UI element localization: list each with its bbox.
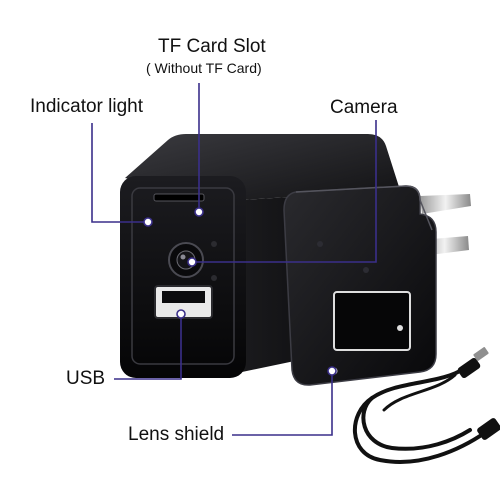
tf-card-slot [153, 193, 205, 202]
camera-lens-glint [180, 254, 186, 260]
lens-shield-edge [295, 185, 433, 231]
label-indicator-light: Indicator light [30, 96, 144, 117]
label-tf-card-slot: TF Card Slot [158, 36, 266, 57]
usb-port-tongue [162, 291, 205, 303]
label-lens-shield: Lens shield [128, 424, 225, 445]
callout-indicator [91, 123, 148, 223]
mic-dot [211, 275, 217, 281]
reset-dot [211, 241, 217, 247]
label-usb: USB [66, 368, 106, 389]
shield-corner-dot [397, 325, 403, 331]
front-panel-outline [131, 187, 235, 365]
callout-camera [192, 120, 377, 263]
label-tf-card-note: ( Without TF Card) [146, 60, 262, 76]
callout-usb [114, 314, 182, 380]
callout-lens-shield [232, 371, 333, 436]
shield-dot-top [317, 241, 323, 247]
label-camera: Camera [330, 97, 398, 118]
plug-prong-top [420, 194, 471, 214]
shield-usb-window [333, 291, 411, 351]
lens-shield [283, 185, 437, 386]
usb-cable [352, 347, 500, 464]
shield-dot-mid [363, 267, 369, 273]
callout-lines [91, 83, 377, 436]
